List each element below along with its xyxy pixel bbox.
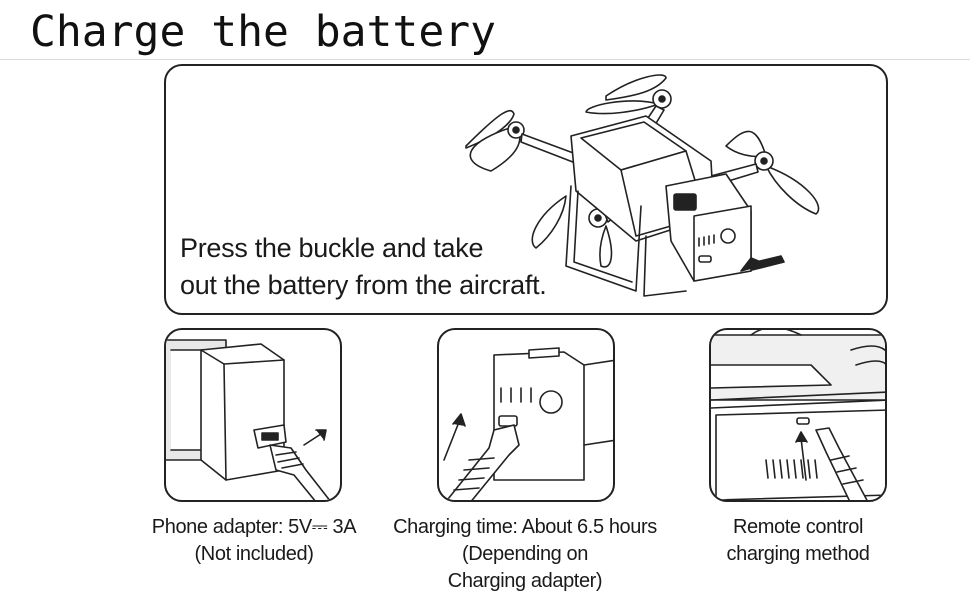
charging-time-line-3: Charging adapter): [447, 570, 603, 592]
adapter-caption-line-1: Phone adapter: 5V⎓ 3A: [151, 516, 357, 538]
charging-time-line-1: Charging time: About 6.5 hours: [393, 516, 657, 538]
title-divider: [0, 59, 970, 60]
drone-illustration: [465, 74, 820, 297]
instruction-line-1: Press the buckle and take: [180, 233, 484, 263]
adapter-caption: Phone adapter: 5V⎓ 3A (Not included): [125, 514, 383, 568]
remote-caption-line-2: charging method: [726, 543, 870, 565]
charging-time-caption: Charging time: About 6.5 hours (Dependin…: [380, 514, 670, 595]
remote-caption: Remote control charging method: [680, 514, 916, 568]
adapter-caption-line-2: (Not included): [194, 543, 314, 565]
page-title: Charge the battery: [30, 7, 496, 57]
charging-time-line-2: (Depending on: [461, 543, 588, 565]
battery-removal-panel: Press the buckle and take out the batter…: [164, 64, 888, 315]
adapter-illustration: [166, 339, 331, 500]
battery-charging-panel: [437, 328, 615, 502]
adapter-panel: [164, 328, 342, 502]
remote-illustration: [711, 330, 885, 500]
remote-charging-panel: [709, 328, 887, 502]
battery-illustration: [443, 347, 613, 500]
remote-caption-line-1: Remote control: [732, 516, 863, 538]
removal-instructions: Press the buckle and take out the batter…: [180, 230, 547, 304]
instruction-line-2: out the battery from the aircraft.: [180, 270, 547, 300]
